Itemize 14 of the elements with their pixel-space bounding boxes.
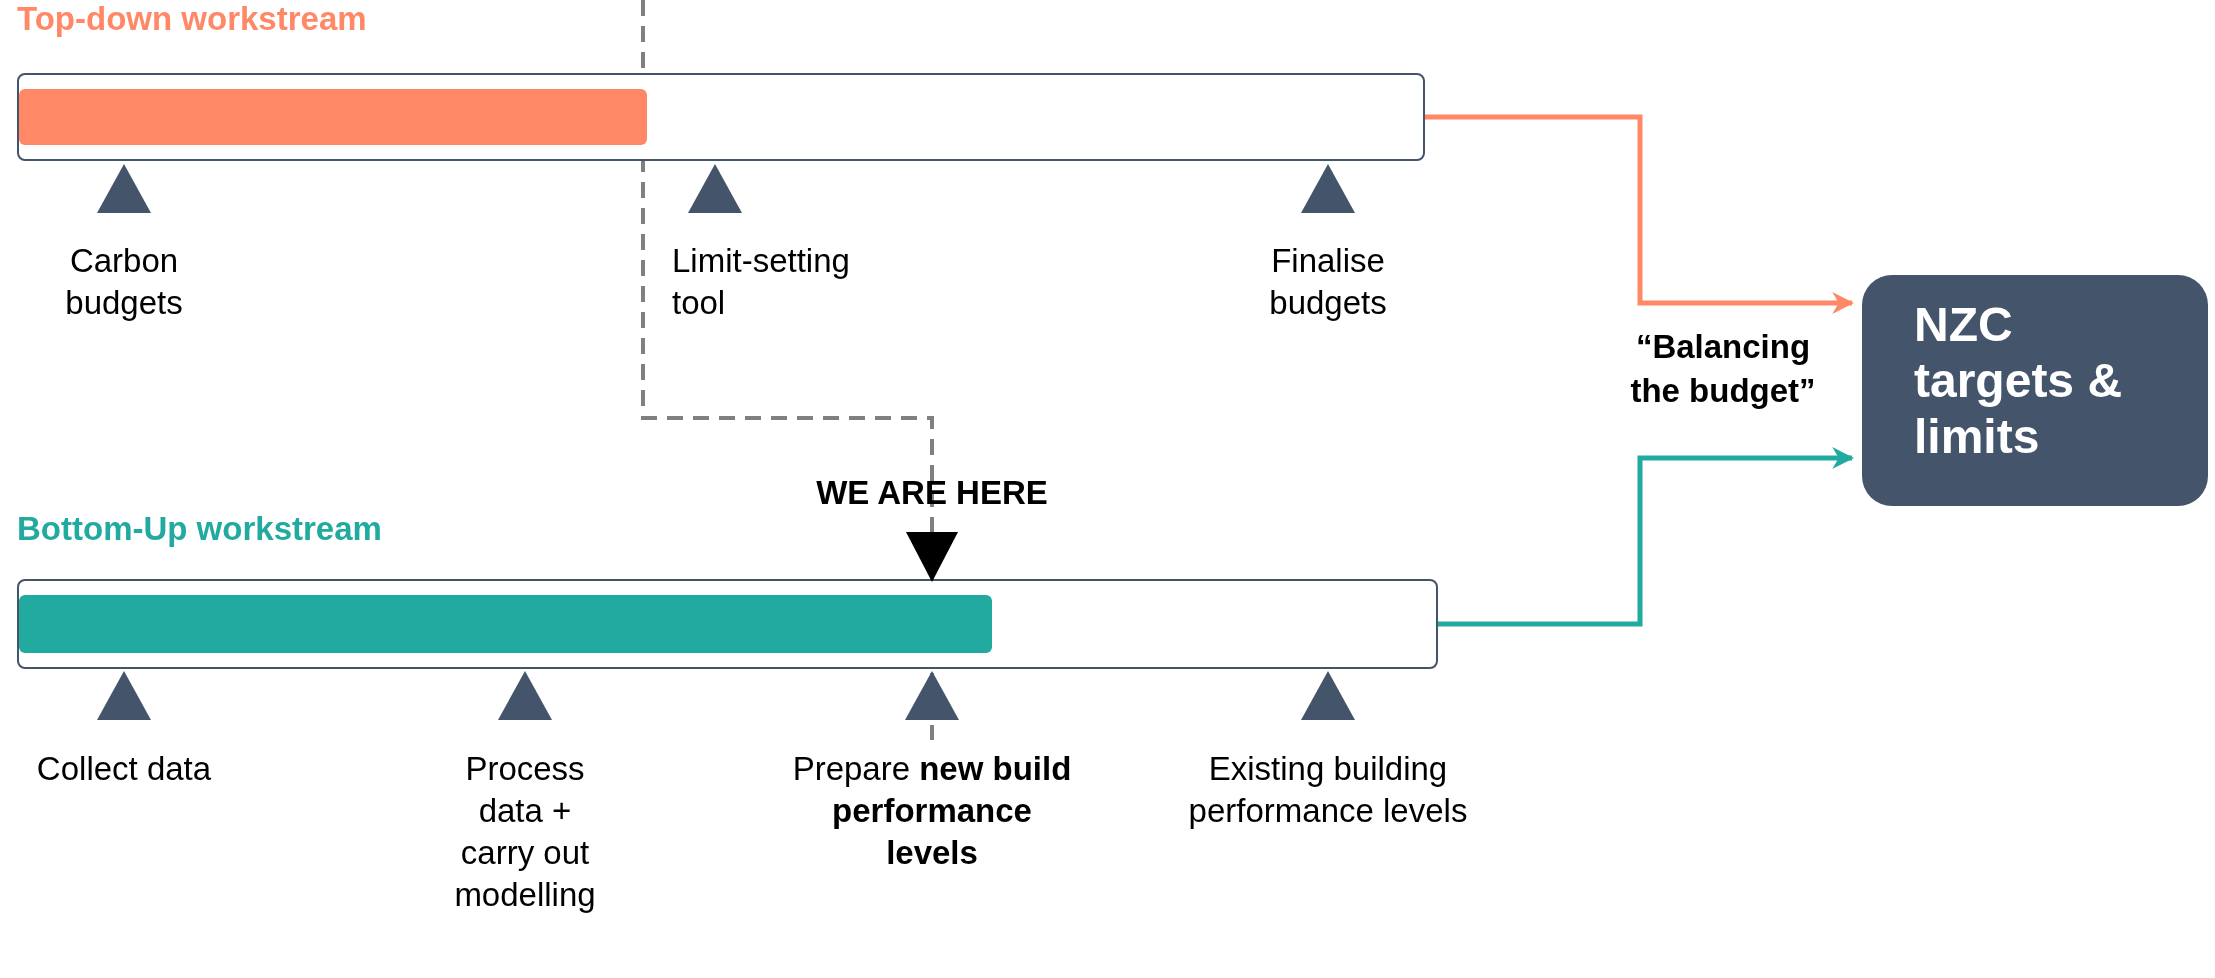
milestone-label: Finalise budgets	[1268, 241, 1388, 323]
milestone-label: Existing building performance levels	[1187, 749, 1469, 831]
milestone-label: Collect data	[35, 749, 213, 789]
target-box: NZC targets & limits	[1862, 275, 2208, 506]
arrow	[1438, 447, 1855, 627]
milestone-label: Process data + carry out modelling	[453, 749, 597, 915]
arrow	[1425, 114, 1855, 314]
workstream-heading: Bottom-Up workstream	[17, 510, 382, 548]
workstream-heading: Top-down workstream	[17, 0, 367, 38]
milestone-label: Prepare new build performance levels	[792, 749, 1072, 873]
milestone-label: Limit-setting tool	[672, 241, 851, 323]
annotation-text: “Balancing the budget”	[1629, 327, 1817, 411]
marker-label: WE ARE HERE	[815, 473, 1049, 513]
milestone-label: Carbon budgets	[64, 241, 184, 323]
